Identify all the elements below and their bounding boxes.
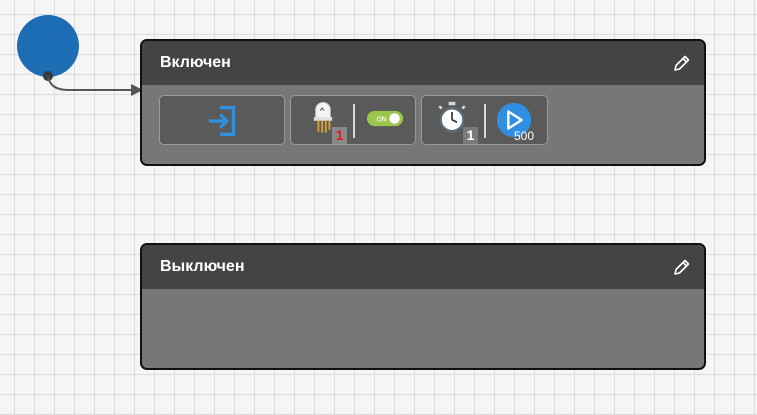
state-block-off[interactable]: Выключен <box>140 243 706 370</box>
divider <box>484 104 486 138</box>
pencil-icon[interactable] <box>672 257 692 277</box>
enter-icon <box>208 106 236 136</box>
action-enter[interactable] <box>159 95 285 145</box>
play-icon <box>496 102 532 138</box>
state-title: Выключен <box>160 258 245 275</box>
stopwatch-icon <box>438 101 466 133</box>
action-led-switch[interactable]: 1 ON <box>290 95 416 145</box>
state-title: Включен <box>160 54 231 71</box>
initial-state-node[interactable] <box>17 15 79 77</box>
switch-icon: ON <box>366 110 404 127</box>
state-header: Включен <box>142 41 704 85</box>
pencil-icon[interactable] <box>672 53 692 73</box>
led-channel-badge: 1 <box>332 127 347 144</box>
play-value: 500 <box>514 129 535 143</box>
state-header: Выключен <box>142 245 704 289</box>
switch-label: ON <box>376 115 386 123</box>
timer-channel-badge: 1 <box>463 127 478 144</box>
led-icon <box>313 102 333 133</box>
action-timer-play[interactable]: 1 500 <box>421 95 548 145</box>
divider <box>353 104 355 138</box>
state-block-on[interactable]: Включен 1 <box>140 39 706 166</box>
